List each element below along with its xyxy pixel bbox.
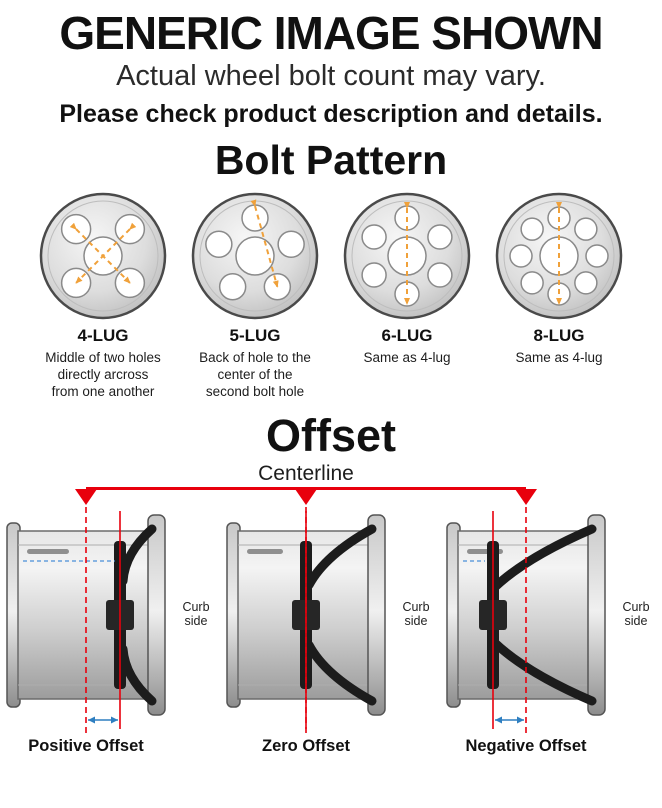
positive-offset-diagram bbox=[6, 506, 166, 735]
bolt-pattern-item: 4-LUG Middle of two holes directly arcro… bbox=[28, 190, 178, 401]
bolt-pattern-heading: Bolt Pattern bbox=[214, 136, 448, 183]
negative-offset-diagram bbox=[446, 506, 606, 735]
bolt-pattern-section: Bolt Pattern 4-LUG Middle of two holes d… bbox=[0, 136, 662, 401]
header: GENERIC IMAGE SHOWN Actual wheel bolt co… bbox=[0, 8, 662, 129]
note: Please check product description and det… bbox=[59, 99, 603, 128]
subtitle: Actual wheel bolt count may vary. bbox=[116, 59, 546, 92]
lug-description: Same as 4-lug bbox=[363, 349, 451, 365]
zero-offset-unit: Curb side bbox=[221, 506, 441, 737]
zero-offset-diagram bbox=[226, 506, 386, 735]
curb-side-label: Curb side bbox=[402, 599, 430, 628]
fine-print-strip bbox=[27, 548, 69, 554]
lug-label: 6-LUG bbox=[381, 325, 433, 345]
negative-offset-unit: Curb side bbox=[441, 506, 661, 737]
centerline-indicator bbox=[75, 486, 537, 507]
lug-description: Same as 4-lug bbox=[515, 349, 603, 365]
5-lug-wheel-icon bbox=[191, 192, 319, 319]
bolt-pattern-item: 8-LUG Same as 4-lug bbox=[484, 190, 634, 401]
lug-label: 4-LUG bbox=[77, 325, 129, 345]
lug-description: Back of hole to the center of the second… bbox=[199, 349, 311, 400]
zero-offset-label: Zero Offset bbox=[261, 736, 350, 755]
centerline-arrow-middle-icon bbox=[295, 488, 317, 505]
offset-measure-arrow bbox=[495, 716, 524, 724]
curb-side-label: Curb side bbox=[182, 599, 210, 628]
page-title: GENERIC IMAGE SHOWN bbox=[59, 7, 603, 59]
lug-label: 8-LUG bbox=[533, 325, 585, 345]
4-lug-wheel-icon bbox=[39, 192, 167, 319]
6-lug-wheel-icon bbox=[343, 192, 471, 319]
lug-label: 5-LUG bbox=[229, 325, 281, 345]
bolt-pattern-item: 6-LUG Same as 4-lug bbox=[332, 190, 482, 401]
8-lug-wheel-icon bbox=[495, 192, 623, 319]
fine-print-strip bbox=[247, 548, 283, 554]
lug-description: Middle of two holes directly arcross fro… bbox=[45, 349, 161, 400]
positive-offset-label: Positive Offset bbox=[28, 736, 144, 755]
offset-heading: Offset bbox=[265, 410, 396, 462]
offset-labels-row: Positive Offset Zero Offset Negative Off… bbox=[1, 737, 661, 756]
centerline-arrow-left-icon bbox=[75, 488, 97, 505]
offset-diagrams-row: Curb side Curb side bbox=[1, 506, 661, 737]
negative-offset-label: Negative Offset bbox=[465, 736, 587, 755]
positive-offset-unit: Curb side bbox=[1, 506, 221, 737]
offset-measure-arrow bbox=[88, 716, 118, 724]
wheel-info-graphic: GENERIC IMAGE SHOWN Actual wheel bolt co… bbox=[0, 8, 662, 808]
bolt-pattern-row: 4-LUG Middle of two holes directly arcro… bbox=[0, 186, 662, 401]
centerline-label: Centerline bbox=[258, 461, 354, 485]
curb-side-label: Curb side bbox=[622, 599, 650, 628]
centerline-arrow-right-icon bbox=[515, 488, 537, 505]
offset-section: Offset Centerline bbox=[0, 412, 662, 755]
bolt-pattern-item: 5-LUG Back of hole to the center of the … bbox=[180, 190, 330, 401]
